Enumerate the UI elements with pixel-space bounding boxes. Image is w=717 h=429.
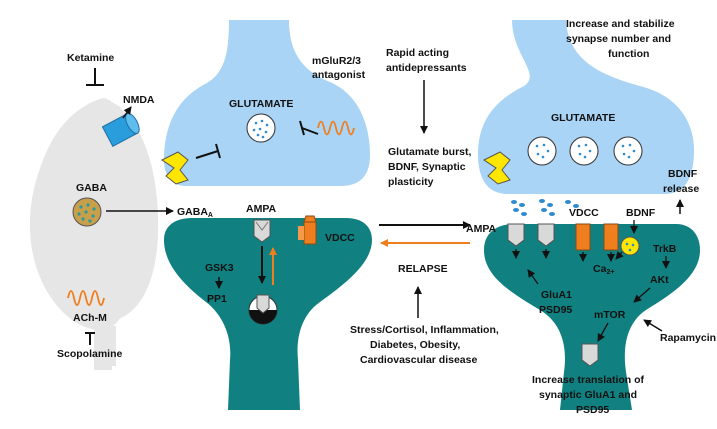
middle-glutamate-vesicle <box>246 113 276 143</box>
glua1-up-arrow <box>527 269 539 285</box>
interneuron-stem <box>94 318 112 370</box>
right-glutamate-vesicles <box>527 136 643 166</box>
nmda-label: NMDA <box>123 94 155 106</box>
mtor-label: mTOR <box>594 309 626 321</box>
rapamycin-inhibit-line <box>643 319 663 332</box>
mglur-label-line2: antagonist <box>312 69 366 81</box>
ca-superscript: 2+ <box>606 269 614 276</box>
right-vdcc-icon-1 <box>575 223 591 251</box>
middle-ampa-label: AMPA <box>246 203 277 215</box>
increase-synapse-line1: Increase and stabilize <box>566 18 675 30</box>
relapse-label: RELAPSE <box>398 263 448 275</box>
gaba-a-main: GABA <box>177 206 208 218</box>
right-ampa-receptor-1 <box>507 223 525 247</box>
glutamate-burst-line3: plasticity <box>388 176 434 188</box>
right-bdnf-label: BDNF <box>626 207 656 219</box>
right-vesicle-1 <box>527 136 557 166</box>
gaba-a-sub: A <box>208 212 213 219</box>
gaba-label: GABA <box>76 182 107 194</box>
psd95-label: PSD95 <box>539 304 572 316</box>
right-postsynaptic-spine <box>484 224 700 410</box>
bdnf-release-line2: release <box>663 183 699 195</box>
increase-synapse-line3: function <box>608 48 649 60</box>
right-vdcc-icon-2 <box>603 223 619 251</box>
right-presynaptic-terminal <box>478 20 694 194</box>
increase-synapse-line2: synapse number and <box>566 33 671 45</box>
stress-line2: Diabetes, Obesity, <box>370 339 460 351</box>
right-ampa-label: AMPA <box>466 223 497 235</box>
bdnf-trkb-receptor-icon <box>620 236 640 256</box>
right-ampa-receptor-2 <box>537 223 555 247</box>
translation-line2: synaptic GluA1 and <box>539 389 637 401</box>
middle-ampa-receptor-icon <box>253 219 271 243</box>
scopolamine-inhibit-symbol <box>85 332 95 345</box>
ach-m-receptor-icon <box>67 290 105 306</box>
internalized-receptor-icon <box>248 294 278 325</box>
ca-label: Ca2+ <box>593 263 614 276</box>
right-glutamate-label: GLUTAMATE <box>551 112 615 124</box>
akt-label: AKt <box>650 274 669 286</box>
ketamine-inhibit-symbol <box>86 68 104 86</box>
rapid-acting-line2: antidepressants <box>386 62 467 74</box>
translation-line1: Increase translation of <box>532 374 645 386</box>
stress-line3: Cardiovascular disease <box>360 354 477 366</box>
glua1-label: GluA1 <box>541 289 572 301</box>
right-vdcc-label: VDCC <box>569 207 599 219</box>
glutamate-burst-line1: Glutamate burst, <box>388 146 472 158</box>
right-vesicle-3 <box>613 136 643 166</box>
ach-m-label: ACh-M <box>73 312 107 324</box>
ketamine-label: Ketamine <box>67 52 114 64</box>
mtor-to-receptor-arrow <box>597 322 609 342</box>
mglur-inhibit-symbol <box>299 120 319 136</box>
akt-to-mtor-arrow <box>633 287 651 303</box>
middle-vdcc-label: VDCC <box>325 232 355 244</box>
trkb-to-ca-arrow <box>615 251 624 260</box>
middle-mglur-receptor-icon <box>317 120 355 136</box>
mglur-label-line1: mGluR2/3 <box>312 55 361 67</box>
ca-main: Ca <box>593 263 607 275</box>
right-yellow-receptor-icon <box>483 151 511 185</box>
glutamate-release-dots <box>511 199 579 216</box>
nmda-arrow <box>122 106 132 119</box>
new-ampa-receptor-icon <box>581 343 599 367</box>
right-vesicle-2 <box>569 136 599 166</box>
middle-glutamate-label: GLUTAMATE <box>229 98 293 110</box>
trkb-label: TrkB <box>653 243 677 255</box>
glutamate-burst-line2: BDNF, Synaptic <box>388 161 466 173</box>
rapid-acting-line1: Rapid acting <box>386 47 449 59</box>
translation-line3: PSD95 <box>576 404 609 416</box>
yellow-receptor-inhibit-symbol <box>195 143 221 159</box>
gsk3-label: GSK3 <box>205 262 234 274</box>
gaba-vesicle-icon <box>72 197 102 227</box>
scopolamine-label: Scopolamine <box>57 348 123 360</box>
stress-line1: Stress/Cortisol, Inflammation, <box>350 324 499 336</box>
bdnf-release-line1: BDNF <box>668 168 698 180</box>
middle-yellow-receptor-icon <box>161 151 189 185</box>
pp1-label: PP1 <box>207 293 227 305</box>
gaba-a-label: GABAA <box>177 206 213 219</box>
middle-vdcc-icon <box>298 215 317 245</box>
rapamycin-label: Rapamycin <box>660 332 716 344</box>
nmda-receptor-icon <box>101 112 140 147</box>
